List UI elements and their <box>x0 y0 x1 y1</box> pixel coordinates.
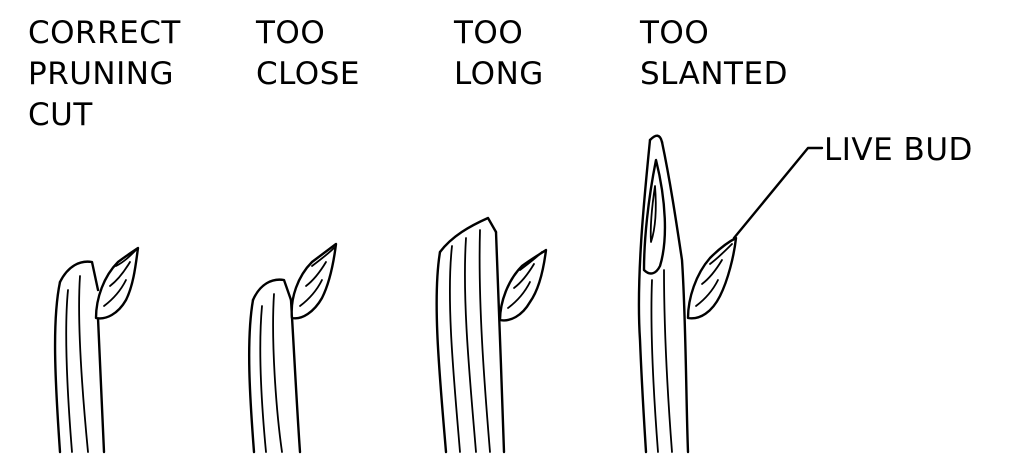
bud-too-close-shape <box>292 244 336 318</box>
twig-too-close-grain-1 <box>260 306 266 452</box>
twig-too-long-grain-2 <box>465 238 476 452</box>
twig-too-long-grain-1 <box>450 246 460 452</box>
caption-too-slanted: TOO SLANTED <box>639 15 788 92</box>
caption-correct-line-3: CUT <box>28 97 93 133</box>
caption-correct-line-2: PRUNING <box>28 56 174 92</box>
twig-correct-left-edge <box>55 282 60 452</box>
twig-correct-grain-2 <box>79 276 88 452</box>
twig-correct-right-edge <box>98 318 104 452</box>
twig-too-long-cut-top <box>440 218 496 252</box>
bud-too-slanted <box>688 238 736 318</box>
callout-leader-line <box>734 148 822 238</box>
twig-correct-grain-1 <box>66 290 72 452</box>
bud-correct <box>96 248 138 318</box>
caption-too-long-line-2: LONG <box>454 56 544 92</box>
bud-correct-shape <box>96 248 138 318</box>
twig-correct <box>55 262 104 452</box>
twig-too-close-left-edge <box>249 300 254 452</box>
callout-live-bud: LIVE BUD <box>734 132 973 238</box>
caption-too-slanted-line-2: SLANTED <box>640 56 788 92</box>
twig-too-close-right-edge <box>291 300 300 452</box>
caption-too-close-line-1: TOO <box>255 15 325 51</box>
twig-too-slanted-right-edge <box>662 142 688 452</box>
twig-too-slanted-left-edge <box>639 140 650 452</box>
bud-too-long-shape <box>500 250 546 320</box>
twig-too-long-right-edge <box>496 232 504 452</box>
twig-too-close-cut-top <box>253 280 291 300</box>
twig-too-long <box>437 218 504 452</box>
twig-too-slanted-grain-1 <box>651 280 658 452</box>
caption-too-long: TOO LONG <box>453 15 544 92</box>
caption-too-close-line-2: CLOSE <box>256 56 360 92</box>
caption-correct: CORRECT PRUNING CUT <box>28 15 181 133</box>
bud-too-close <box>292 244 336 318</box>
twig-too-long-grain-3 <box>480 230 490 452</box>
caption-correct-line-1: CORRECT <box>28 15 181 51</box>
twig-too-close-grain-2 <box>273 294 282 452</box>
caption-too-long-line-1: TOO <box>453 15 523 51</box>
twig-too-long-left-edge <box>437 252 446 452</box>
bud-too-long <box>500 250 546 320</box>
caption-too-slanted-line-1: TOO <box>639 15 709 51</box>
twig-too-slanted-grain-2 <box>664 270 672 452</box>
twig-too-slanted <box>639 136 688 452</box>
twig-too-slanted-pith <box>651 186 656 242</box>
caption-too-close: TOO CLOSE <box>255 15 360 92</box>
callout-live-bud-label: LIVE BUD <box>824 132 973 168</box>
twig-too-slanted-tip <box>650 136 662 142</box>
